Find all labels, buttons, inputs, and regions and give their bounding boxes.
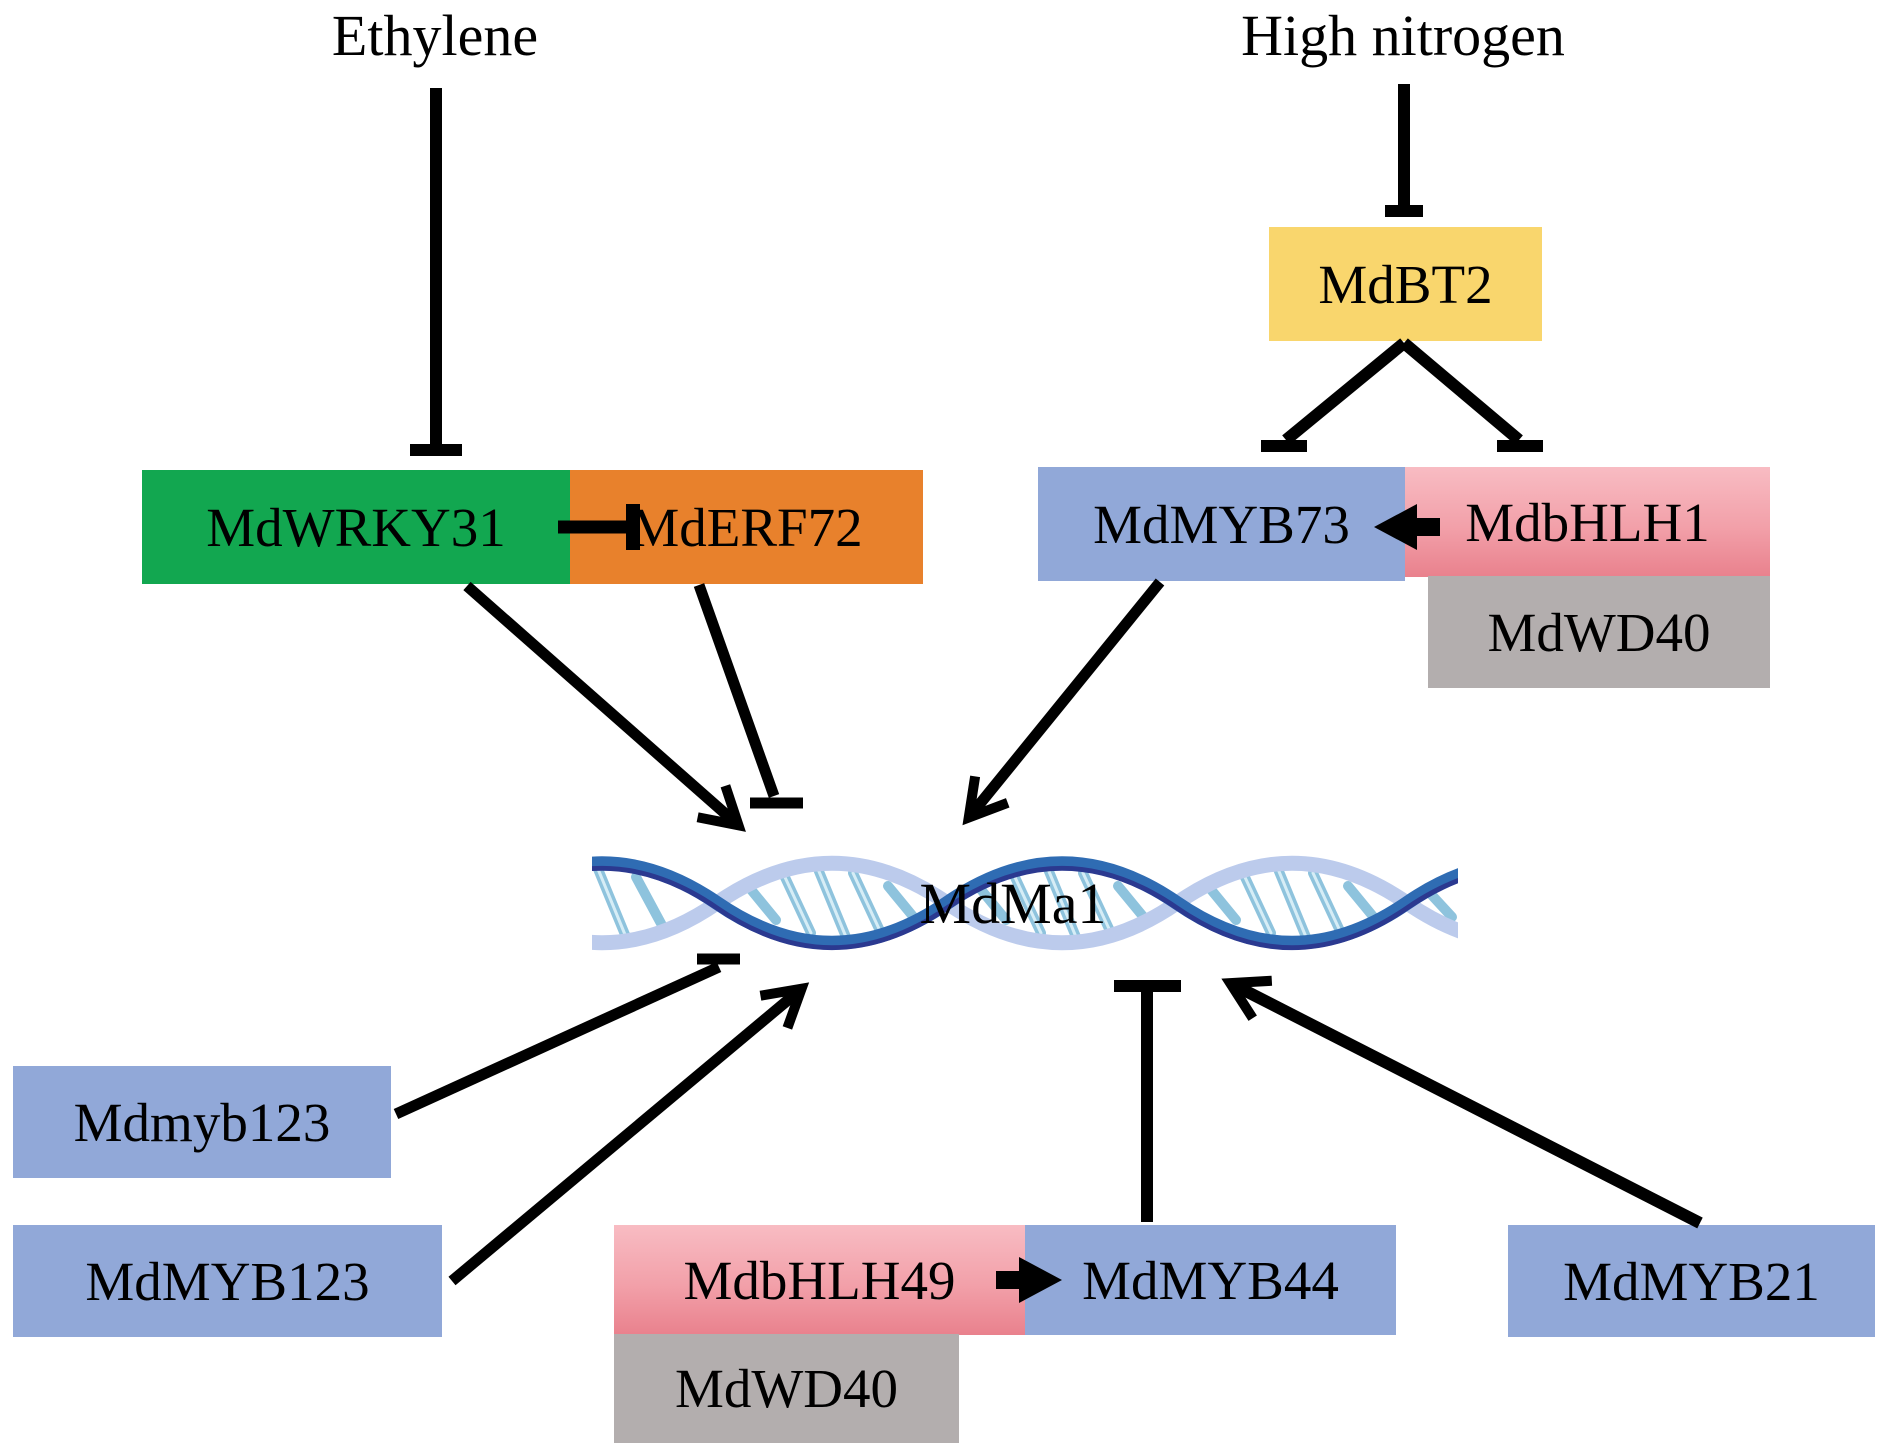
edge-mdmyb123-inhibits-mdma1	[393, 953, 740, 1120]
node-mdmyb123-upper: MdMYB123	[13, 1225, 442, 1337]
node-mdmyb44-label: MdMYB44	[1082, 1249, 1339, 1311]
node-mdmyb123-lower: Mdmyb123	[13, 1066, 391, 1178]
node-mdbhlh49-label: MdbHLH49	[683, 1249, 956, 1311]
node-mdbhlh49: MdbHLH49	[614, 1225, 1025, 1335]
node-mdmyb73-label: MdMYB73	[1093, 493, 1350, 555]
high-nitrogen-label: High nitrogen	[1241, 3, 1565, 68]
node-mdmyb21-label: MdMYB21	[1563, 1250, 1820, 1312]
node-mdbt2-label: MdBT2	[1318, 253, 1493, 315]
node-mdwrky31: MdWRKY31	[142, 470, 570, 584]
node-mdmyb21: MdMYB21	[1508, 1225, 1875, 1337]
edge-mdwrky31-activates-mdma1	[463, 581, 746, 832]
dna-strand-light	[592, 855, 1458, 951]
edge-mdbt2-inhibits-mdbhlh1	[1400, 338, 1543, 452]
node-mdbhlh1: MdbHLH1	[1405, 467, 1770, 577]
node-mdwd40-right: MdWD40	[1428, 576, 1770, 688]
mdma1-gene-label: MdMa1	[919, 871, 1107, 936]
node-mderf72: MdERF72	[570, 470, 923, 584]
node-mdbt2: MdBT2	[1269, 227, 1542, 341]
node-mdwd40-bottom: MdWD40	[614, 1334, 959, 1443]
edge-mdmyb73-activates-mdma1	[962, 578, 1165, 826]
dna-strand-dark	[592, 856, 1458, 951]
dna-helix-graphic	[592, 855, 1458, 951]
node-mdmyb73: MdMYB73	[1038, 467, 1405, 581]
node-mdwd40-right-label: MdWD40	[1487, 601, 1711, 663]
node-mdwrky31-label: MdWRKY31	[206, 496, 506, 558]
dna-rungs	[593, 864, 1457, 942]
edge-mdmyb44-inhibits-mdma1	[1114, 980, 1181, 1222]
node-mdmyb123-upper-label: MdMYB123	[85, 1250, 370, 1312]
edge-mderf72-inhibits-mdma1	[693, 583, 803, 809]
ethylene-label: Ethylene	[331, 3, 539, 68]
node-mdmyb44: MdMYB44	[1025, 1225, 1396, 1335]
edge-highnitrogen-inhibits-mdbt2	[1385, 84, 1423, 217]
edge-mdmyb21-activates-mdma1	[1221, 975, 1703, 1229]
edge-mdbt2-inhibits-mdmyb73	[1261, 338, 1408, 452]
edge-ethylene-inhibits-mdwrky31	[410, 88, 462, 456]
node-mdmyb123-lower-label: Mdmyb123	[73, 1091, 331, 1153]
node-mderf72-label: MdERF72	[630, 496, 863, 558]
node-mdbhlh1-label: MdbHLH1	[1465, 491, 1710, 553]
node-mdwd40-bottom-label: MdWD40	[674, 1358, 899, 1419]
